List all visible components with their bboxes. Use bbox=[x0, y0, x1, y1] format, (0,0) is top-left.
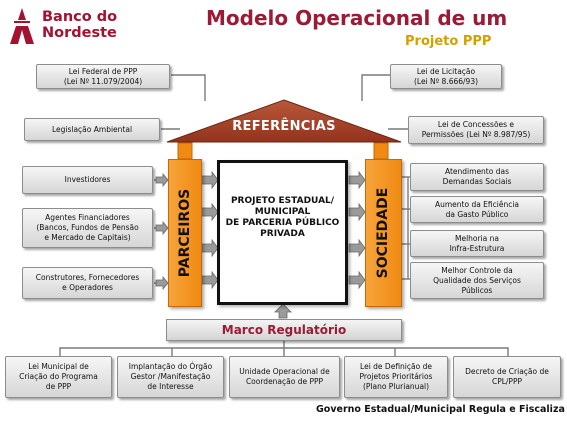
referencias-roof bbox=[166, 99, 402, 143]
parceiros-pillar bbox=[168, 159, 202, 307]
decreto-cpl-box: Decreto de Criação de CPL/PPP bbox=[453, 356, 561, 398]
unidade-operacional-box: Unidade Operacional de Coordenação de PP… bbox=[229, 356, 340, 398]
logo-text: Banco do Nordeste bbox=[42, 9, 117, 41]
investidores-box: Investidores bbox=[22, 166, 153, 194]
logo-line-2: Nordeste bbox=[42, 25, 117, 41]
legislacao-ambiental-box: Legislação Ambiental bbox=[24, 118, 160, 141]
logo: Banco do Nordeste bbox=[6, 6, 126, 48]
agentes-financiadores-box: Agentes Financiadores (Bancos, Fundos de… bbox=[22, 208, 153, 248]
lei-federal-ppp-box: Lei Federal de PPP (Lei Nº 11.079/2004) bbox=[36, 64, 170, 89]
sociedade-pillar bbox=[365, 159, 402, 307]
aumento-eficiencia-box: Aumento da Eficiência da Gasto Público bbox=[410, 196, 544, 223]
lei-licitacao-box: Lei de Licitação (Lei Nº 8.666/93) bbox=[390, 64, 502, 89]
projeto-ppp-box bbox=[217, 160, 348, 305]
projeto-ppp-label: PROJETO ESTADUAL/ MUNICIPAL DE PARCERIA … bbox=[225, 196, 340, 239]
melhoria-infraestrutura-box: Melhoria na Infra-Estrutura bbox=[410, 230, 544, 257]
atendimento-demandas-box: Atendimento das Demandas Sociais bbox=[410, 163, 544, 191]
logo-line-1: Banco do bbox=[42, 9, 118, 25]
construtores-box: Construtores, Fornecedores e Operadores bbox=[22, 267, 153, 299]
referencias-label: REFERÊNCIAS bbox=[232, 119, 336, 134]
parceiros-label: PARCEIROS bbox=[177, 188, 193, 278]
lei-concessoes-box: Lei de Concessões e Permissões (Lei Nº 8… bbox=[408, 116, 544, 144]
lei-projetos-prioritarios-box: Lei de Definição de Projetos Prioritário… bbox=[344, 356, 448, 398]
footer-caption: Governo Estadual/Municipal Regula e Fisc… bbox=[316, 404, 565, 415]
melhor-controle-box: Melhor Controle da Qualidade dos Serviço… bbox=[410, 262, 544, 299]
orgao-gestor-box: Implantação do Órgão Gestor /Manifestaçã… bbox=[117, 356, 224, 398]
sociedade-label: SOCIEDADE bbox=[375, 187, 391, 279]
page-subtitle: Projeto PPP bbox=[405, 34, 492, 49]
lei-municipal-box: Lei Municipal de Criação do Programa de … bbox=[5, 356, 112, 398]
logo-mark-icon bbox=[10, 8, 34, 44]
marco-regulatorio-bar: Marco Regulatório bbox=[166, 319, 402, 341]
page-title: Modelo Operacional de um bbox=[206, 6, 508, 30]
